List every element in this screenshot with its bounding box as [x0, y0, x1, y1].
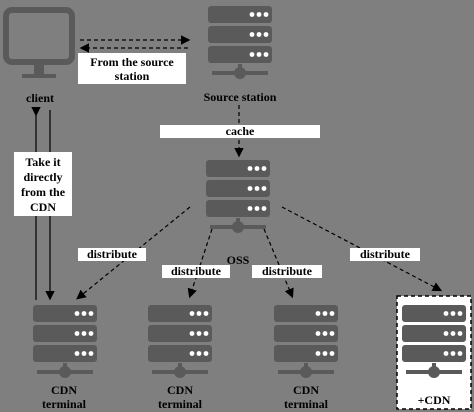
edge-label: station: [115, 69, 150, 83]
cdn-terminal-sublabel: terminal: [284, 397, 329, 411]
edge-label: CDN: [30, 200, 56, 214]
edge-label: distribute: [87, 247, 138, 261]
client-cdn-edge: Take it directly from the CDN: [14, 106, 72, 301]
distribute-edge-1: distribute: [76, 206, 191, 300]
cdn-terminal-label: CDN: [293, 383, 319, 397]
server-icon: [148, 305, 212, 378]
cdn-terminal-sublabel: terminal: [42, 397, 87, 411]
edge-label-bg: [162, 265, 230, 278]
server-icon: [206, 160, 270, 233]
edge-label: distribute: [171, 264, 222, 278]
cdn-terminal-3: CDN terminal: [274, 305, 338, 411]
edge-label: distribute: [262, 264, 313, 278]
distribute-edge-3: distribute: [252, 228, 322, 299]
distribute-edge-4: distribute: [281, 206, 443, 292]
distribute-edge-2: distribute: [162, 228, 230, 299]
edge-label-bg: [78, 248, 146, 261]
cdn-terminal-label: CDN: [51, 383, 77, 397]
edge-label-bg: [252, 265, 322, 278]
cdn-terminal-2: CDN terminal: [148, 305, 212, 411]
cache-edge: cache: [160, 105, 320, 158]
source-station-node: Source station: [204, 6, 277, 104]
edge-label-bg: [78, 53, 186, 84]
oss-label: OSS: [227, 253, 250, 267]
client-label: client: [26, 91, 54, 105]
edge-label: Take it: [25, 155, 60, 169]
edge-label-bg: [14, 152, 72, 216]
client-source-edge: From the source station: [78, 35, 191, 84]
edge-label: cache: [226, 124, 255, 138]
server-icon: [33, 305, 97, 378]
edge-label: directly: [23, 170, 62, 184]
source-station-label: Source station: [204, 90, 277, 104]
monitor-icon: [3, 7, 75, 78]
edge-label: distribute: [360, 247, 411, 261]
edge-label-bg: [350, 248, 420, 261]
added-cdn-label: +CDN: [418, 393, 451, 407]
cdn-terminal-label: CDN: [167, 383, 193, 397]
edge-label-bg: [160, 125, 320, 138]
server-icon: [274, 305, 338, 378]
cdn-terminal-1: CDN terminal: [33, 305, 97, 411]
server-icon: [208, 6, 272, 79]
oss-node: OSS: [206, 160, 270, 267]
edge-label: from the: [21, 185, 66, 199]
edge-label: From the source: [90, 55, 174, 69]
added-cdn-node: +CDN: [396, 295, 472, 410]
cdn-terminal-sublabel: terminal: [158, 397, 203, 411]
client-node: client: [3, 7, 75, 105]
